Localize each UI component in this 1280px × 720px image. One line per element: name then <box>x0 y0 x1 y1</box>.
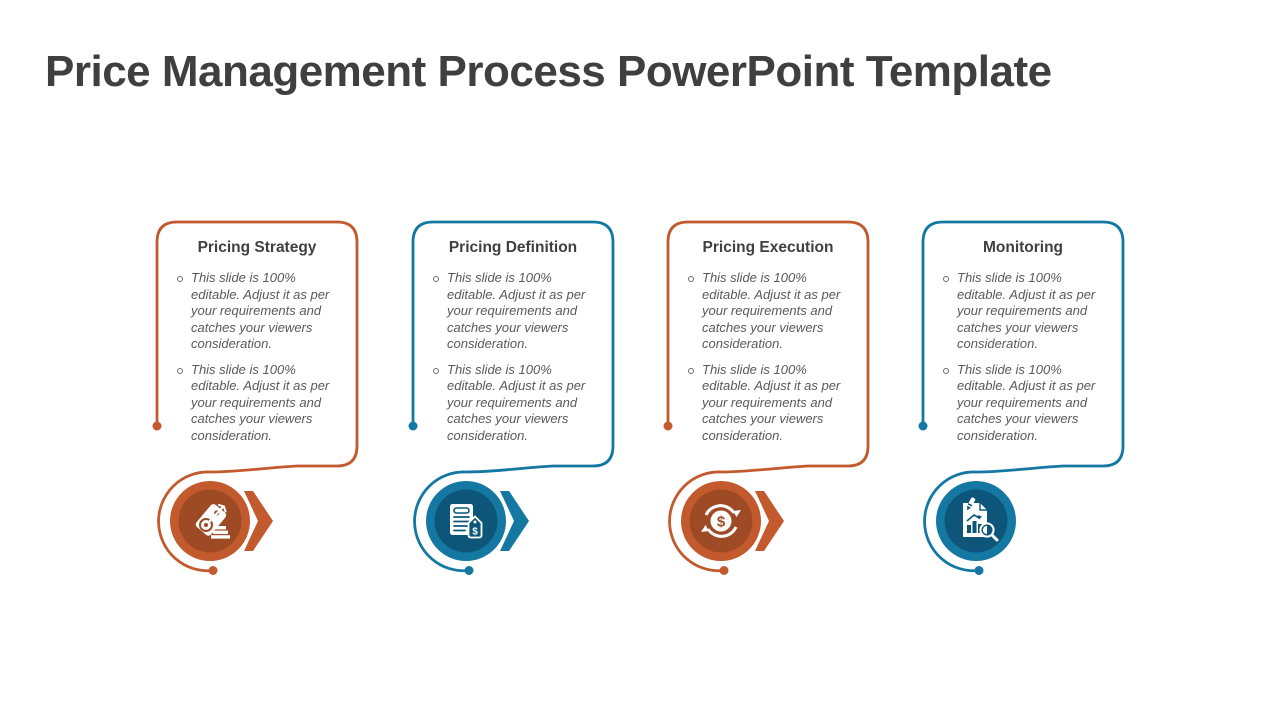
connector-dot <box>663 421 673 431</box>
connector-dot <box>464 566 474 575</box>
bullet-text: This slide is 100% editable. Adjust it a… <box>447 270 586 351</box>
bullet-marker-icon <box>688 367 694 374</box>
process-step-monitoring: Monitoring This slide is 100% editable. … <box>911 210 1161 595</box>
card-title: Pricing Execution <box>702 239 834 256</box>
card-title: Pricing Strategy <box>197 239 317 256</box>
card-title: Pricing Definition <box>448 239 578 256</box>
bullet-text: This slide is 100% editable. Adjust it a… <box>957 270 1096 351</box>
bullet-list: This slide is 100% editable. Adjust it a… <box>413 270 613 444</box>
connector-dot <box>408 421 418 431</box>
card-outline <box>666 220 870 573</box>
card-outline-graphic <box>152 220 359 575</box>
card-outline <box>155 220 359 573</box>
card-outline <box>411 220 615 573</box>
bullet-item: This slide is 100% editable. Adjust it a… <box>177 270 345 353</box>
bullet-item: This slide is 100% editable. Adjust it a… <box>943 270 1111 353</box>
bullet-item: This slide is 100% editable. Adjust it a… <box>688 362 856 445</box>
chevron-right-icon <box>755 491 784 551</box>
bullet-marker-icon <box>688 276 694 282</box>
card-outline-graphic: $ <box>663 220 870 575</box>
connector-dot <box>152 421 162 431</box>
bullet-list: This slide is 100% editable. Adjust it a… <box>668 270 868 444</box>
process-step-pricing-strategy: Pricing Strategy This slide is 100% edit… <box>145 210 395 595</box>
connector-dot <box>918 421 928 431</box>
chevron-right-icon <box>244 491 273 551</box>
document-price-tag-icon: $ <box>450 504 483 539</box>
bullet-text: This slide is 100% editable. Adjust it a… <box>957 361 1096 443</box>
bullet-text: This slide is 100% editable. Adjust it a… <box>191 270 330 351</box>
card-outline <box>921 220 1125 573</box>
bullet-item: This slide is 100% editable. Adjust it a… <box>433 270 601 353</box>
chevron-right-icon <box>500 491 529 551</box>
bullet-list: This slide is 100% editable. Adjust it a… <box>157 270 357 444</box>
connector-dot <box>208 566 218 575</box>
svg-text:$: $ <box>472 527 478 538</box>
report-magnifier-icon <box>963 497 999 542</box>
bullet-item: This slide is 100% editable. Adjust it a… <box>943 362 1111 445</box>
bullet-text: This slide is 100% editable. Adjust it a… <box>447 361 586 443</box>
connector-dot <box>719 566 729 575</box>
card-title: Monitoring <box>982 239 1064 256</box>
bullet-item: This slide is 100% editable. Adjust it a… <box>177 362 345 445</box>
bullet-marker-icon <box>177 367 183 374</box>
dollar-cycle-icon: $ <box>701 504 741 538</box>
process-step-pricing-definition: $ Pricing Definition This slide is 100% … <box>401 210 651 595</box>
bullet-marker-icon <box>433 276 439 282</box>
bullet-marker-icon <box>433 367 439 374</box>
slide-title: Price Management Process PowerPoint Temp… <box>45 47 1052 96</box>
card-outline-graphic <box>918 220 1125 575</box>
bullet-marker-icon <box>943 367 949 374</box>
connector-dot <box>974 566 984 575</box>
bullet-marker-icon <box>943 276 949 282</box>
svg-text:$: $ <box>717 514 726 531</box>
bullet-text: This slide is 100% editable. Adjust it a… <box>702 270 841 351</box>
bullet-marker-icon <box>177 276 183 282</box>
card-outline-graphic: $ <box>408 220 615 575</box>
bullet-text: This slide is 100% editable. Adjust it a… <box>702 361 841 443</box>
bullet-text: This slide is 100% editable. Adjust it a… <box>191 361 330 443</box>
bullet-list: This slide is 100% editable. Adjust it a… <box>923 270 1123 444</box>
bullet-item: This slide is 100% editable. Adjust it a… <box>688 270 856 353</box>
process-step-pricing-execution: $ Pricing Execution This slide is 100% e… <box>656 210 906 595</box>
price-tag-target-icon <box>195 504 230 539</box>
bullet-item: This slide is 100% editable. Adjust it a… <box>433 362 601 445</box>
